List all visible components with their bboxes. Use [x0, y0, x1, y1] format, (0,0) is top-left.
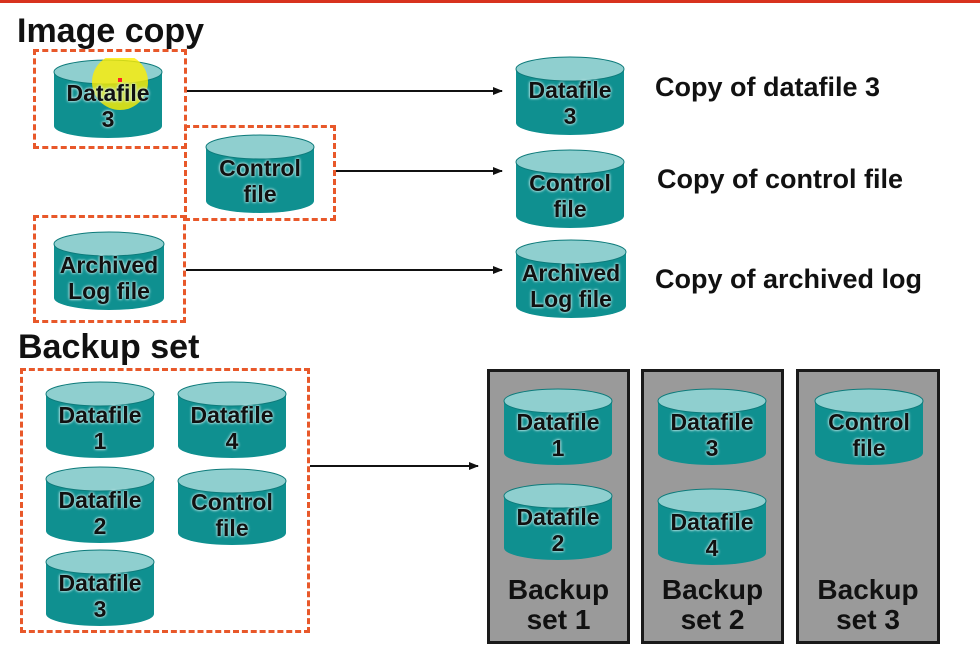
copy-datafile-line1: Datafile — [528, 77, 612, 103]
bs-source-datafile1-line1: Datafile — [58, 402, 142, 428]
backup-set-heading: Backup set — [18, 328, 200, 366]
bs-source-datafile3-line2: 3 — [93, 596, 107, 622]
set1-datafile2-line1: Datafile — [516, 504, 600, 530]
set3-control-line2: file — [852, 435, 886, 461]
bs-source-datafile3-line1: Datafile — [58, 570, 142, 596]
source-archived-line2: Log file — [68, 278, 150, 304]
copy-archived-caption: Copy of archived log — [655, 264, 923, 294]
copy-control-line1: Control — [529, 170, 611, 196]
selection-box-control — [184, 125, 336, 221]
backup-set-3-line1: Backup — [817, 574, 919, 605]
bs-source-datafile4-line2: 4 — [225, 428, 239, 454]
cursor-highlight — [92, 58, 148, 110]
backup-set-2-line1: Backup — [661, 574, 764, 605]
source-datafile-line2: 3 — [101, 106, 115, 132]
set2-datafile4-line2: 4 — [705, 535, 719, 561]
copy-control-line2: file — [553, 196, 587, 222]
source-datafile-line1: Datafile — [66, 80, 150, 106]
source-control-line2: file — [243, 181, 277, 207]
source-control-line1: Control — [219, 155, 301, 181]
set2-datafile3-line2: 3 — [705, 435, 719, 461]
copy-control-caption: Copy of control file — [657, 164, 903, 194]
set1-datafile1-line2: 1 — [551, 435, 565, 461]
backup-set-1-line2: set 1 — [526, 604, 591, 635]
selection-box-datafile — [33, 49, 187, 149]
set2-datafile3-line1: Datafile — [670, 409, 754, 435]
copy-datafile-line2: 3 — [563, 103, 577, 129]
copy-archived-line2: Log file — [530, 286, 612, 312]
set3-control-line1: Control — [828, 409, 910, 435]
bs-source-datafile2-line1: Datafile — [58, 487, 142, 513]
backup-set-3-line2: set 3 — [836, 604, 900, 635]
bs-source-control-line1: Control — [191, 489, 273, 515]
source-archived-line1: Archived — [59, 252, 159, 278]
bs-source-datafile2-line2: 2 — [93, 513, 107, 539]
set1-datafile1-line1: Datafile — [516, 409, 600, 435]
image-copy-heading: Image copy — [17, 12, 205, 50]
set1-datafile2-line2: 2 — [551, 530, 565, 556]
copy-datafile-caption: Copy of datafile 3 — [655, 72, 881, 102]
selection-box-backup-sources — [20, 368, 310, 633]
bs-source-datafile1-line2: 1 — [93, 428, 107, 454]
selection-box-archived — [33, 215, 186, 323]
top-accent-line — [0, 0, 980, 3]
copy-archived-line1: Archived — [521, 260, 621, 286]
bs-source-control-line2: file — [215, 515, 249, 541]
bs-source-datafile4-line1: Datafile — [190, 402, 274, 428]
backup-set-2-line2: set 2 — [680, 604, 745, 635]
backup-set-1-line1: Backup — [507, 574, 610, 605]
set2-datafile4-line1: Datafile — [670, 509, 754, 535]
